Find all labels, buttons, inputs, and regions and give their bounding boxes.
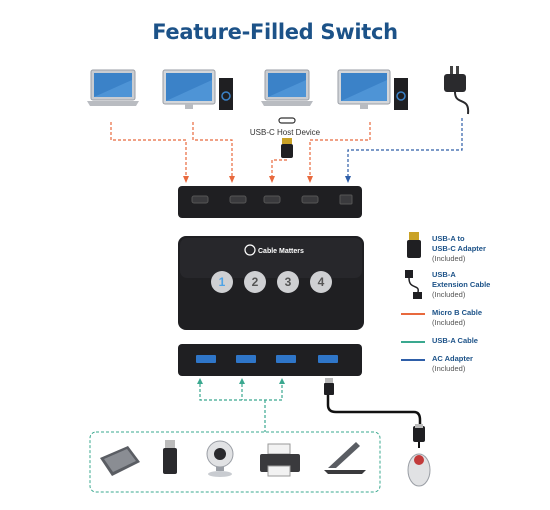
- switch-front-panel: [178, 344, 362, 376]
- usb-c-port-icon: [278, 117, 296, 124]
- external-drive-icon: [100, 446, 140, 476]
- usb-c-adapter-icon: [281, 138, 293, 158]
- button-2-label: 2: [252, 275, 259, 289]
- usb-a-legend-line: [401, 341, 425, 343]
- usb-switch-body: Cable Matters 1 2 3 4: [178, 236, 364, 330]
- legend-micro-b-cable: Micro B Cable (Included): [432, 308, 483, 327]
- printer-icon: [260, 443, 300, 477]
- webcam-icon: [206, 440, 234, 477]
- brand-logo-icon: [244, 244, 256, 256]
- legend-ac-adapter: AC Adapter (Included): [432, 354, 473, 373]
- brand-name: Cable Matters: [258, 248, 304, 255]
- laptop-icon: [87, 69, 139, 106]
- page-title: Feature-Filled Switch: [152, 20, 398, 44]
- monitor-pc-icon: [162, 69, 233, 110]
- monitor-pc-icon: [337, 69, 408, 110]
- usb-a-cable-line: [199, 384, 283, 432]
- laptop-icon: [261, 69, 313, 106]
- button-4-label: 4: [318, 275, 325, 289]
- ac-adapter-legend-line: [401, 359, 425, 361]
- peripherals-box: [89, 431, 381, 493]
- usb-flash-drive-icon: [163, 440, 177, 474]
- extension-cable: [326, 380, 422, 428]
- button-3-label: 3: [285, 275, 292, 289]
- micro-b-cable-line-1: [110, 122, 187, 176]
- ac-adapter-line: [347, 118, 463, 176]
- usb-c-host-label: USB-C Host Device: [249, 128, 321, 137]
- switch-back-panel: [178, 186, 362, 218]
- micro-b-cable-line-4: [309, 122, 371, 176]
- micro-b-cable-line-2: [192, 122, 233, 176]
- scanner-icon: [324, 442, 366, 474]
- ac-adapter-icon: [444, 66, 470, 115]
- extension-cable-icon: [405, 270, 422, 299]
- button-1-label: 1: [219, 275, 226, 289]
- legend-usb-a-cable: USB-A Cable: [432, 336, 478, 345]
- usb-c-adapter-icon: [407, 232, 421, 258]
- usb-a-plug-icon: [324, 378, 334, 395]
- switch-buttons: 1 2 3 4: [211, 271, 332, 293]
- mouse-icon: [407, 424, 431, 487]
- micro-b-legend-line: [401, 313, 425, 315]
